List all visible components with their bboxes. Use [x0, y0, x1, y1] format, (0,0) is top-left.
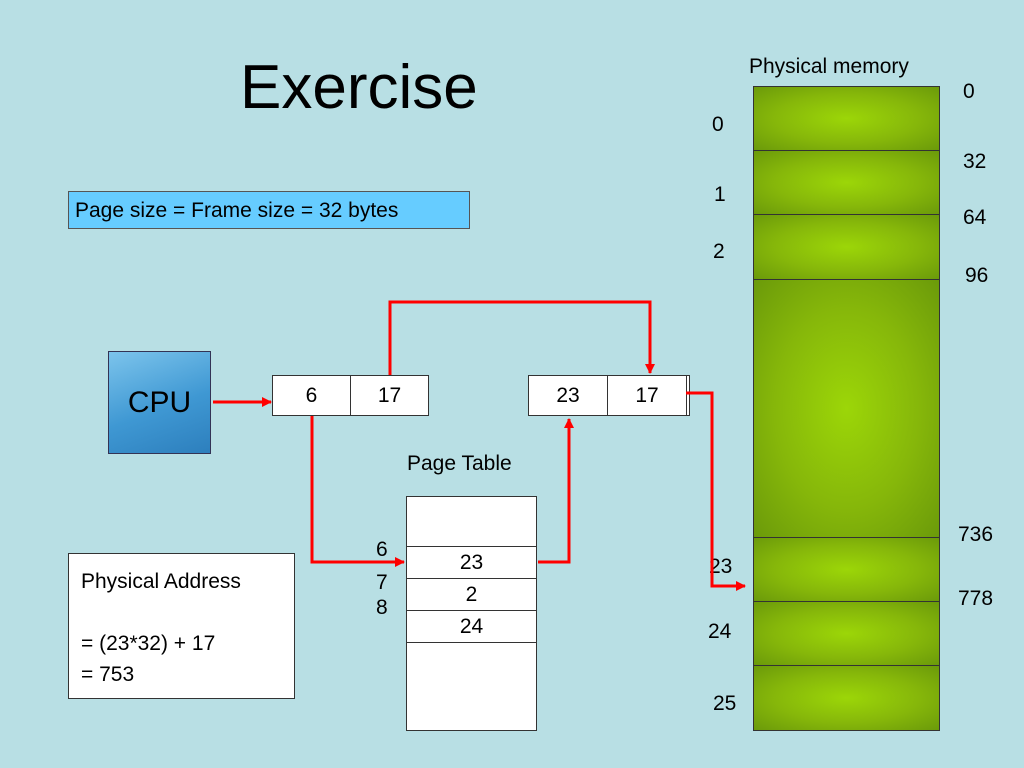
physical-address-calculation: Physical Address = (23*32) + 17 = 753: [68, 553, 295, 699]
page-table-label: Page Table: [407, 452, 512, 475]
page-table-entry-7: 2: [407, 578, 536, 609]
memory-frame-0: [754, 87, 939, 151]
physical-address: 23 17: [528, 375, 690, 416]
memory-address-0: 0: [963, 80, 975, 103]
physical-frame-number: 23: [529, 376, 608, 415]
memory-address-736: 736: [958, 523, 994, 546]
memory-frame-2: [754, 215, 939, 280]
memory-address-778: 778: [958, 587, 994, 610]
physical-to-memory-arrow: [686, 391, 746, 591]
calculation-line-1: = (23*32) + 17: [81, 632, 216, 655]
frame-number-24: 24: [708, 620, 732, 643]
cpu-box: CPU: [108, 351, 211, 454]
memory-address-96: 96: [965, 264, 989, 287]
page-table-divider: [407, 642, 536, 643]
frame-number-0: 0: [712, 113, 724, 136]
memory-frame-23: [754, 538, 939, 602]
memory-address-64: 64: [963, 206, 987, 229]
page-size-note: Page size = Frame size = 32 bytes: [68, 191, 470, 229]
frame-number-2: 2: [713, 240, 725, 263]
calculation-line-2: = 753: [81, 663, 135, 686]
memory-frame-24: [754, 602, 939, 666]
frame-number-1: 1: [714, 183, 726, 206]
logical-offset: 17: [377, 383, 402, 407]
logical-address: 6 17: [272, 375, 429, 416]
physical-offset: 17: [608, 376, 687, 415]
logical-page-number: 6: [273, 376, 351, 415]
calculation-heading: Physical Address: [81, 570, 241, 593]
page-table-entry-6: 23: [407, 546, 536, 577]
physical-memory: [753, 86, 940, 731]
page-table: 23 2 24: [406, 496, 537, 731]
page-table-index-7: 7: [376, 571, 388, 594]
cpu-label: CPU: [127, 385, 192, 419]
page-table-entry-8: 24: [407, 610, 536, 641]
memory-address-32: 32: [963, 150, 987, 173]
memory-frames-gap: [754, 280, 939, 538]
physical-memory-label: Physical memory: [749, 55, 909, 78]
offset-copy-arrow: [388, 300, 655, 375]
memory-frame-25: [754, 666, 939, 730]
page-number-to-table-arrow: [310, 416, 405, 567]
table-to-frame-arrow: [538, 418, 574, 564]
page-table-index-6: 6: [376, 538, 388, 561]
slide-title: Exercise: [240, 53, 478, 122]
page-table-index-8: 8: [376, 596, 388, 619]
frame-number-23: 23: [709, 555, 733, 578]
frame-number-25: 25: [713, 692, 737, 715]
memory-frame-1: [754, 151, 939, 215]
